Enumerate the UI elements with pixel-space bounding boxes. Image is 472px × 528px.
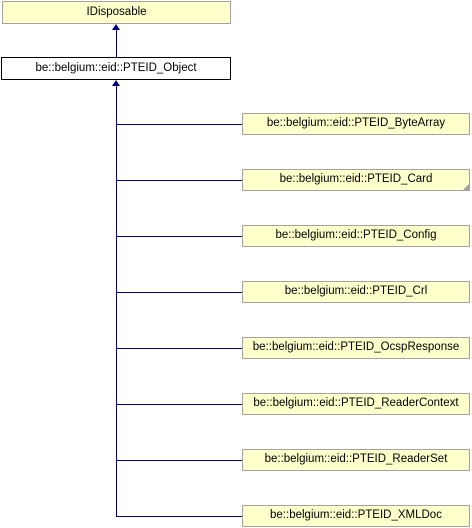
node-pteid-object-label: be::belgium::eid::PTEID_Object [35, 61, 197, 74]
edge-branch-config [116, 236, 242, 237]
node-idisposable-label: IDisposable [86, 5, 147, 18]
node-pteid-bytearray[interactable]: be::belgium::eid::PTEID_ByteArray [242, 113, 470, 135]
node-pteid-readercontext[interactable]: be::belgium::eid::PTEID_ReaderContext [242, 393, 470, 415]
edge-arrowhead-pteid-object [112, 80, 120, 86]
node-pteid-ocspresponse[interactable]: be::belgium::eid::PTEID_OcspResponse [242, 337, 470, 359]
edge-branch-card [116, 180, 242, 181]
node-pteid-object: be::belgium::eid::PTEID_Object [1, 57, 231, 80]
edge-branch-readercontext [116, 404, 242, 405]
node-pteid-config[interactable]: be::belgium::eid::PTEID_Config [242, 225, 470, 247]
edge-branch-crl [116, 292, 242, 293]
node-idisposable[interactable]: IDisposable [2, 1, 231, 24]
node-pteid-crl[interactable]: be::belgium::eid::PTEID_Crl [242, 281, 470, 303]
node-pteid-crl-label: be::belgium::eid::PTEID_Crl [284, 285, 428, 298]
node-pteid-card-label: be::belgium::eid::PTEID_Card [279, 173, 433, 186]
edge-branch-bytearray [116, 124, 242, 125]
node-pteid-config-label: be::belgium::eid::PTEID_Config [275, 229, 437, 242]
node-pteid-card[interactable]: be::belgium::eid::PTEID_Card [242, 169, 470, 191]
node-pteid-readerset-label: be::belgium::eid::PTEID_ReaderSet [264, 453, 448, 466]
edge-branch-xmldoc [116, 516, 242, 517]
edge-branch-readerset [116, 460, 242, 461]
edge-line-idisposable [116, 30, 117, 57]
edge-trunk [116, 86, 117, 516]
node-pteid-readercontext-label: be::belgium::eid::PTEID_ReaderContext [253, 397, 459, 410]
node-pteid-bytearray-label: be::belgium::eid::PTEID_ByteArray [266, 117, 446, 130]
node-pteid-readerset[interactable]: be::belgium::eid::PTEID_ReaderSet [242, 449, 470, 471]
node-pteid-xmldoc-label: be::belgium::eid::PTEID_XMLDoc [270, 509, 442, 522]
node-pteid-xmldoc[interactable]: be::belgium::eid::PTEID_XMLDoc [242, 505, 470, 527]
edge-branch-ocspresponse [116, 348, 242, 349]
edge-arrowhead-idisposable [112, 24, 120, 30]
node-pteid-ocspresponse-label: be::belgium::eid::PTEID_OcspResponse [252, 341, 460, 354]
